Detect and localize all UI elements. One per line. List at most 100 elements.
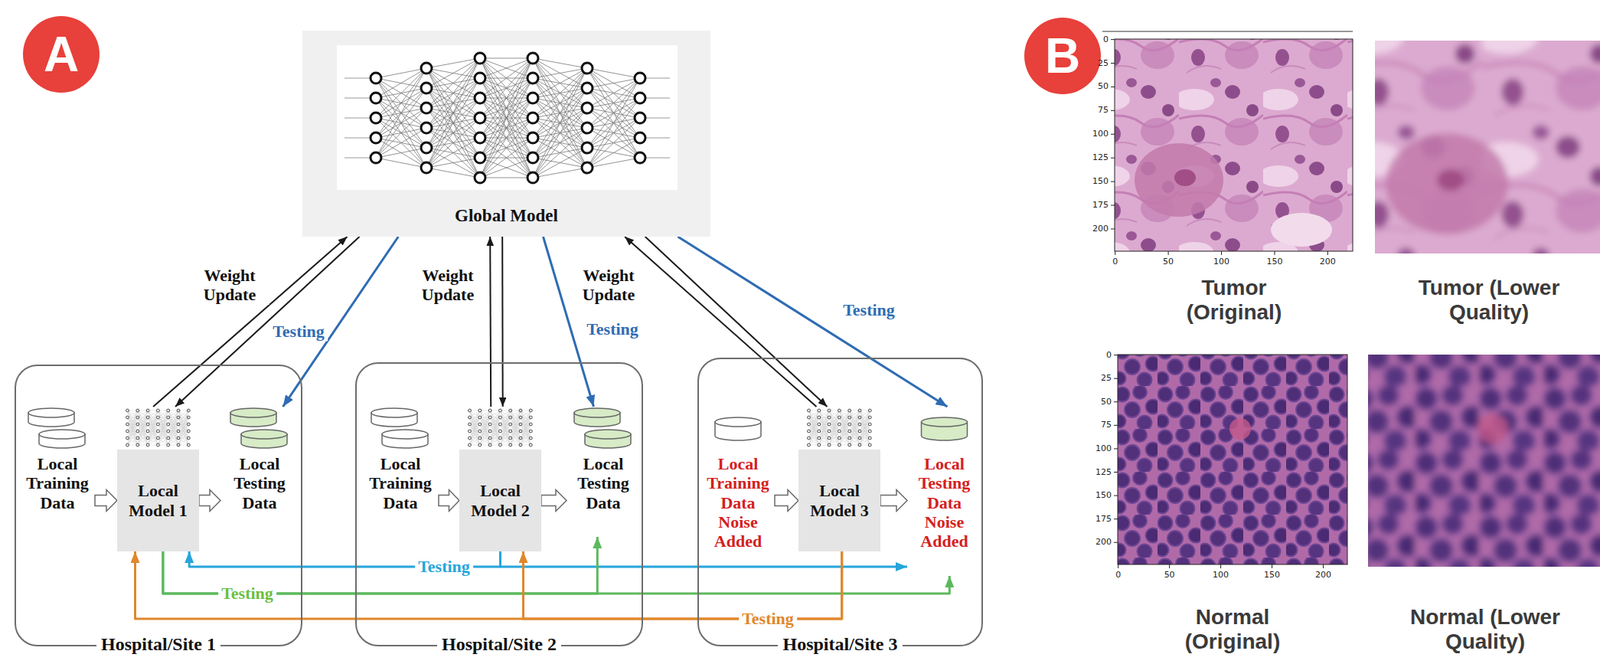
data-store: Local Training Data	[19, 406, 95, 533]
hollow-arrow	[438, 489, 460, 512]
tick-label: 25	[1035, 372, 1112, 384]
edge-label: Testing	[414, 556, 474, 576]
tick-label: 150	[1266, 256, 1283, 268]
tick-label: 100	[1031, 128, 1109, 140]
testing-arrow	[163, 551, 950, 594]
edge-label: Weight Update	[408, 265, 488, 305]
model-fill: Local Model 3	[798, 449, 881, 552]
database-icon	[362, 406, 439, 451]
edge-label: Weight Update	[568, 265, 649, 305]
data-store: Local Testing Data	[220, 406, 299, 533]
label-anchor: 200	[1319, 256, 1336, 268]
label-anchor: 75	[1031, 104, 1109, 116]
data-store: Local Testing Data	[566, 406, 640, 537]
model-label: Local Model 3	[801, 480, 878, 520]
heading-anchor: Hospital/Site 3	[698, 633, 982, 656]
label-anchor: 150	[1266, 256, 1283, 268]
hollow-arrow	[774, 489, 799, 512]
heading-anchor: Hospital/Site 1	[16, 633, 301, 656]
image-caption: Normal (Original)	[1165, 604, 1300, 654]
database-icon	[19, 406, 95, 451]
database-icon	[220, 406, 299, 451]
tick-label: 200	[1035, 536, 1112, 548]
label-anchor: 200	[1035, 536, 1112, 548]
label-anchor: 175	[1035, 513, 1112, 525]
tick-label: 200	[1319, 256, 1336, 268]
data-label: Local Training Data	[19, 453, 95, 513]
tick-label: 75	[1035, 419, 1112, 431]
tick-label: 50	[1035, 396, 1112, 408]
label-anchor: 150	[1035, 489, 1112, 501]
label-anchor: 200	[1315, 569, 1332, 581]
data-store: Local Testing Data Noise Added	[907, 406, 982, 576]
label-anchor: Weight Update	[408, 265, 488, 305]
data-label: Local Testing Data Noise Added	[907, 453, 982, 551]
tick-label: 50	[1162, 256, 1174, 268]
data-label: Local Training Data Noise Added	[701, 453, 775, 551]
model-fill: Local Model 2	[459, 449, 542, 552]
model-fill: Local Model 1	[117, 449, 200, 552]
tick-label: 125	[1031, 152, 1109, 164]
edge-label: Testing	[218, 583, 277, 603]
label-anchor: 50	[1162, 256, 1174, 268]
label-anchor: 25	[1035, 372, 1112, 384]
panel-badge: A	[22, 15, 101, 94]
weight-update-arrow	[153, 236, 348, 407]
label-anchor: 100	[1213, 256, 1230, 268]
node-title: Global Model	[454, 205, 559, 226]
hollow-arrow	[199, 489, 221, 512]
label-anchor: 150	[1031, 176, 1109, 187]
tick-label: 25	[1031, 58, 1109, 69]
database-icon	[701, 406, 775, 451]
label-anchor: 200	[1031, 223, 1109, 235]
network-icon	[459, 406, 542, 450]
label-anchor: 25	[1031, 58, 1109, 69]
label-anchor: Testing	[269, 321, 328, 341]
label-anchor: 0	[1035, 349, 1112, 361]
tick-label: 100	[1035, 443, 1112, 454]
label-anchor: Normal (Original)	[1165, 604, 1300, 654]
model-box: Local Model 1	[117, 406, 200, 552]
global-model-box: Global Model	[302, 30, 711, 237]
edge-label: Testing	[583, 319, 642, 339]
label-anchor: Testing	[414, 556, 474, 576]
tick-label: 150	[1031, 176, 1109, 187]
tick-label: 175	[1031, 199, 1109, 211]
tick-label: 150	[1263, 569, 1280, 581]
site-boundary: Hospital/Site 1Local Training DataLocal …	[14, 364, 303, 647]
label-anchor: 125	[1031, 152, 1109, 164]
neural-network-illustration	[336, 45, 678, 190]
data-label: Local Testing Data	[220, 453, 299, 513]
site-heading: Hospital/Site 1	[96, 633, 221, 656]
heading-anchor: Hospital/Site 2	[356, 633, 642, 656]
tick-label: 75	[1031, 104, 1109, 116]
image-caption: Normal (Lower Quality)	[1407, 604, 1565, 654]
label-anchor: 0	[1115, 569, 1121, 581]
data-label: Local Training Data	[362, 453, 439, 513]
weight-update-arrow	[645, 236, 828, 407]
weight-update-arrow	[501, 236, 504, 407]
label-anchor: Weight Update	[568, 265, 649, 305]
model-box: Local Model 3	[798, 406, 881, 552]
site-heading: Hospital/Site 2	[437, 633, 562, 656]
label-anchor: 50	[1031, 81, 1109, 92]
badge-letter: A	[43, 29, 79, 79]
label-anchor: Normal (Lower Quality)	[1407, 604, 1565, 654]
model-label: Local Model 2	[462, 480, 539, 520]
badge-letter: B	[1044, 31, 1081, 81]
tick-label: 0	[1112, 256, 1118, 268]
label-anchor: Testing	[738, 608, 797, 628]
tick-label: 0	[1035, 349, 1112, 361]
label-anchor: 175	[1031, 199, 1109, 211]
label-anchor: 100	[1035, 443, 1112, 454]
tick-label: 100	[1212, 569, 1229, 581]
data-label: Local Testing Data	[566, 453, 640, 513]
tick-label: 0	[1115, 569, 1121, 581]
label-anchor: 100	[1031, 128, 1109, 140]
data-store: Local Training Data	[362, 406, 439, 533]
tick-label: 175	[1035, 513, 1112, 525]
testing-arrow	[500, 551, 908, 567]
tick-label: 50	[1031, 81, 1109, 92]
